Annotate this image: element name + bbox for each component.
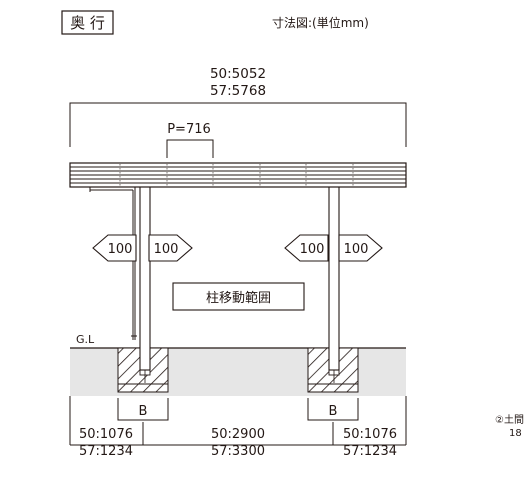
footing-width-left: B	[117, 398, 169, 421]
overall-width-57: 57:5768	[210, 83, 266, 99]
drawing-title: 寸法図:(単位mm)	[272, 15, 369, 30]
roof	[69, 162, 407, 188]
bottom-right-50: 50:1076	[343, 427, 397, 442]
bottom-dimension-lines	[69, 396, 407, 446]
view-label: 奥 行	[70, 14, 105, 32]
bottom-right-57: 57:1234	[343, 444, 397, 459]
gutter-downpipe	[89, 185, 137, 340]
side-note-line1: ②土間	[495, 413, 524, 426]
offset-arrow-left-inner: 100	[148, 234, 193, 262]
offset-arrow-right-outer: 100	[284, 234, 329, 262]
overall-width-50: 50:5052	[210, 66, 266, 82]
column-range-label: 柱移動範囲	[206, 291, 271, 306]
pitch-label: P=716	[167, 122, 211, 137]
footing-width-right: B	[307, 398, 359, 421]
ground-level-label: G.L	[76, 333, 95, 346]
svg-text:100: 100	[344, 242, 369, 257]
svg-text:100: 100	[300, 242, 325, 257]
column-range-box: 柱移動範囲	[172, 282, 305, 311]
bottom-center-57: 57:3300	[211, 444, 265, 459]
bottom-center-50: 50:2900	[211, 427, 265, 442]
bottom-left-57: 57:1234	[79, 444, 133, 459]
offset-arrow-left-outer: 100	[92, 234, 137, 262]
offset-arrow-right-inner: 100	[338, 234, 383, 262]
svg-text:B: B	[329, 404, 338, 419]
side-note-line2: 18	[509, 428, 522, 439]
pitch-bracket	[166, 139, 214, 158]
bottom-left-50: 50:1076	[79, 427, 133, 442]
svg-text:100: 100	[108, 242, 133, 257]
view-label-box: 奥 行	[61, 10, 114, 35]
svg-text:B: B	[139, 404, 148, 419]
svg-text:100: 100	[154, 242, 179, 257]
overall-width-dimension-line	[69, 102, 407, 147]
column-left	[139, 184, 151, 371]
column-right	[328, 184, 340, 371]
